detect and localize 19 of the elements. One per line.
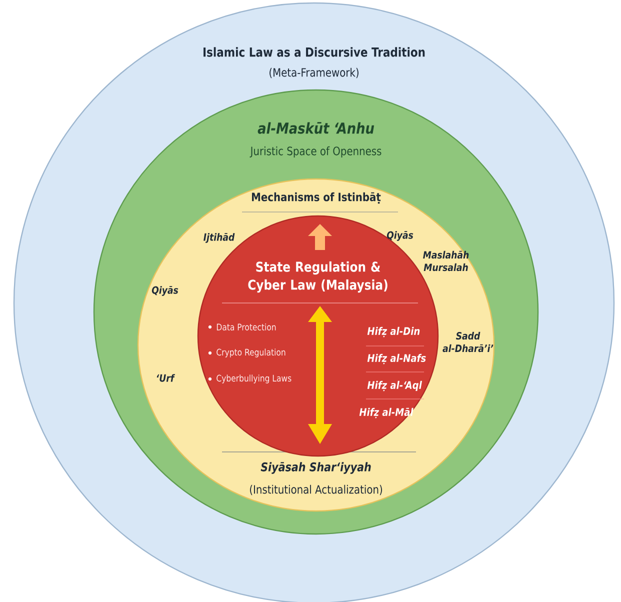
subtitle-text: (Meta-Framework)	[270, 68, 358, 78]
mechanism-label: Maslahāh Mursalah	[423, 250, 469, 272]
objective-label: Hifẓ al-‘Aql	[367, 380, 422, 392]
objective-label: Hifẓ al-Nafs	[367, 354, 426, 364]
mechanism-label: Qiyās	[152, 286, 178, 296]
mechanism-label: Ijtihād	[204, 233, 235, 243]
bullet-item: Cyberbullying Laws	[208, 374, 292, 384]
core-heading: State Regulation & Cyber Law (Malaysia)	[248, 261, 388, 293]
ring-heading: Siyāsah Shar‘iyyah	[260, 462, 371, 474]
objective-label: Hifẓ al-Din	[367, 326, 420, 338]
title-text: Islamic Law as a Discursive Tradition	[204, 47, 425, 57]
ring-heading: Mechanisms of Istinbāṭ	[252, 192, 381, 204]
bullet-item: Crypto Regulation	[208, 348, 286, 358]
ring-heading: al-Maskūt ‘Anhu	[258, 122, 374, 134]
subtitle-text: (Institutional Actualization)	[250, 484, 382, 496]
subtitle-text: Juristic Space of Openness	[250, 146, 382, 158]
mechanism-label: Qiyās	[386, 231, 414, 241]
mechanism-label: ‘Urf	[156, 374, 176, 382]
bullet-item: Data Protection	[208, 324, 276, 330]
